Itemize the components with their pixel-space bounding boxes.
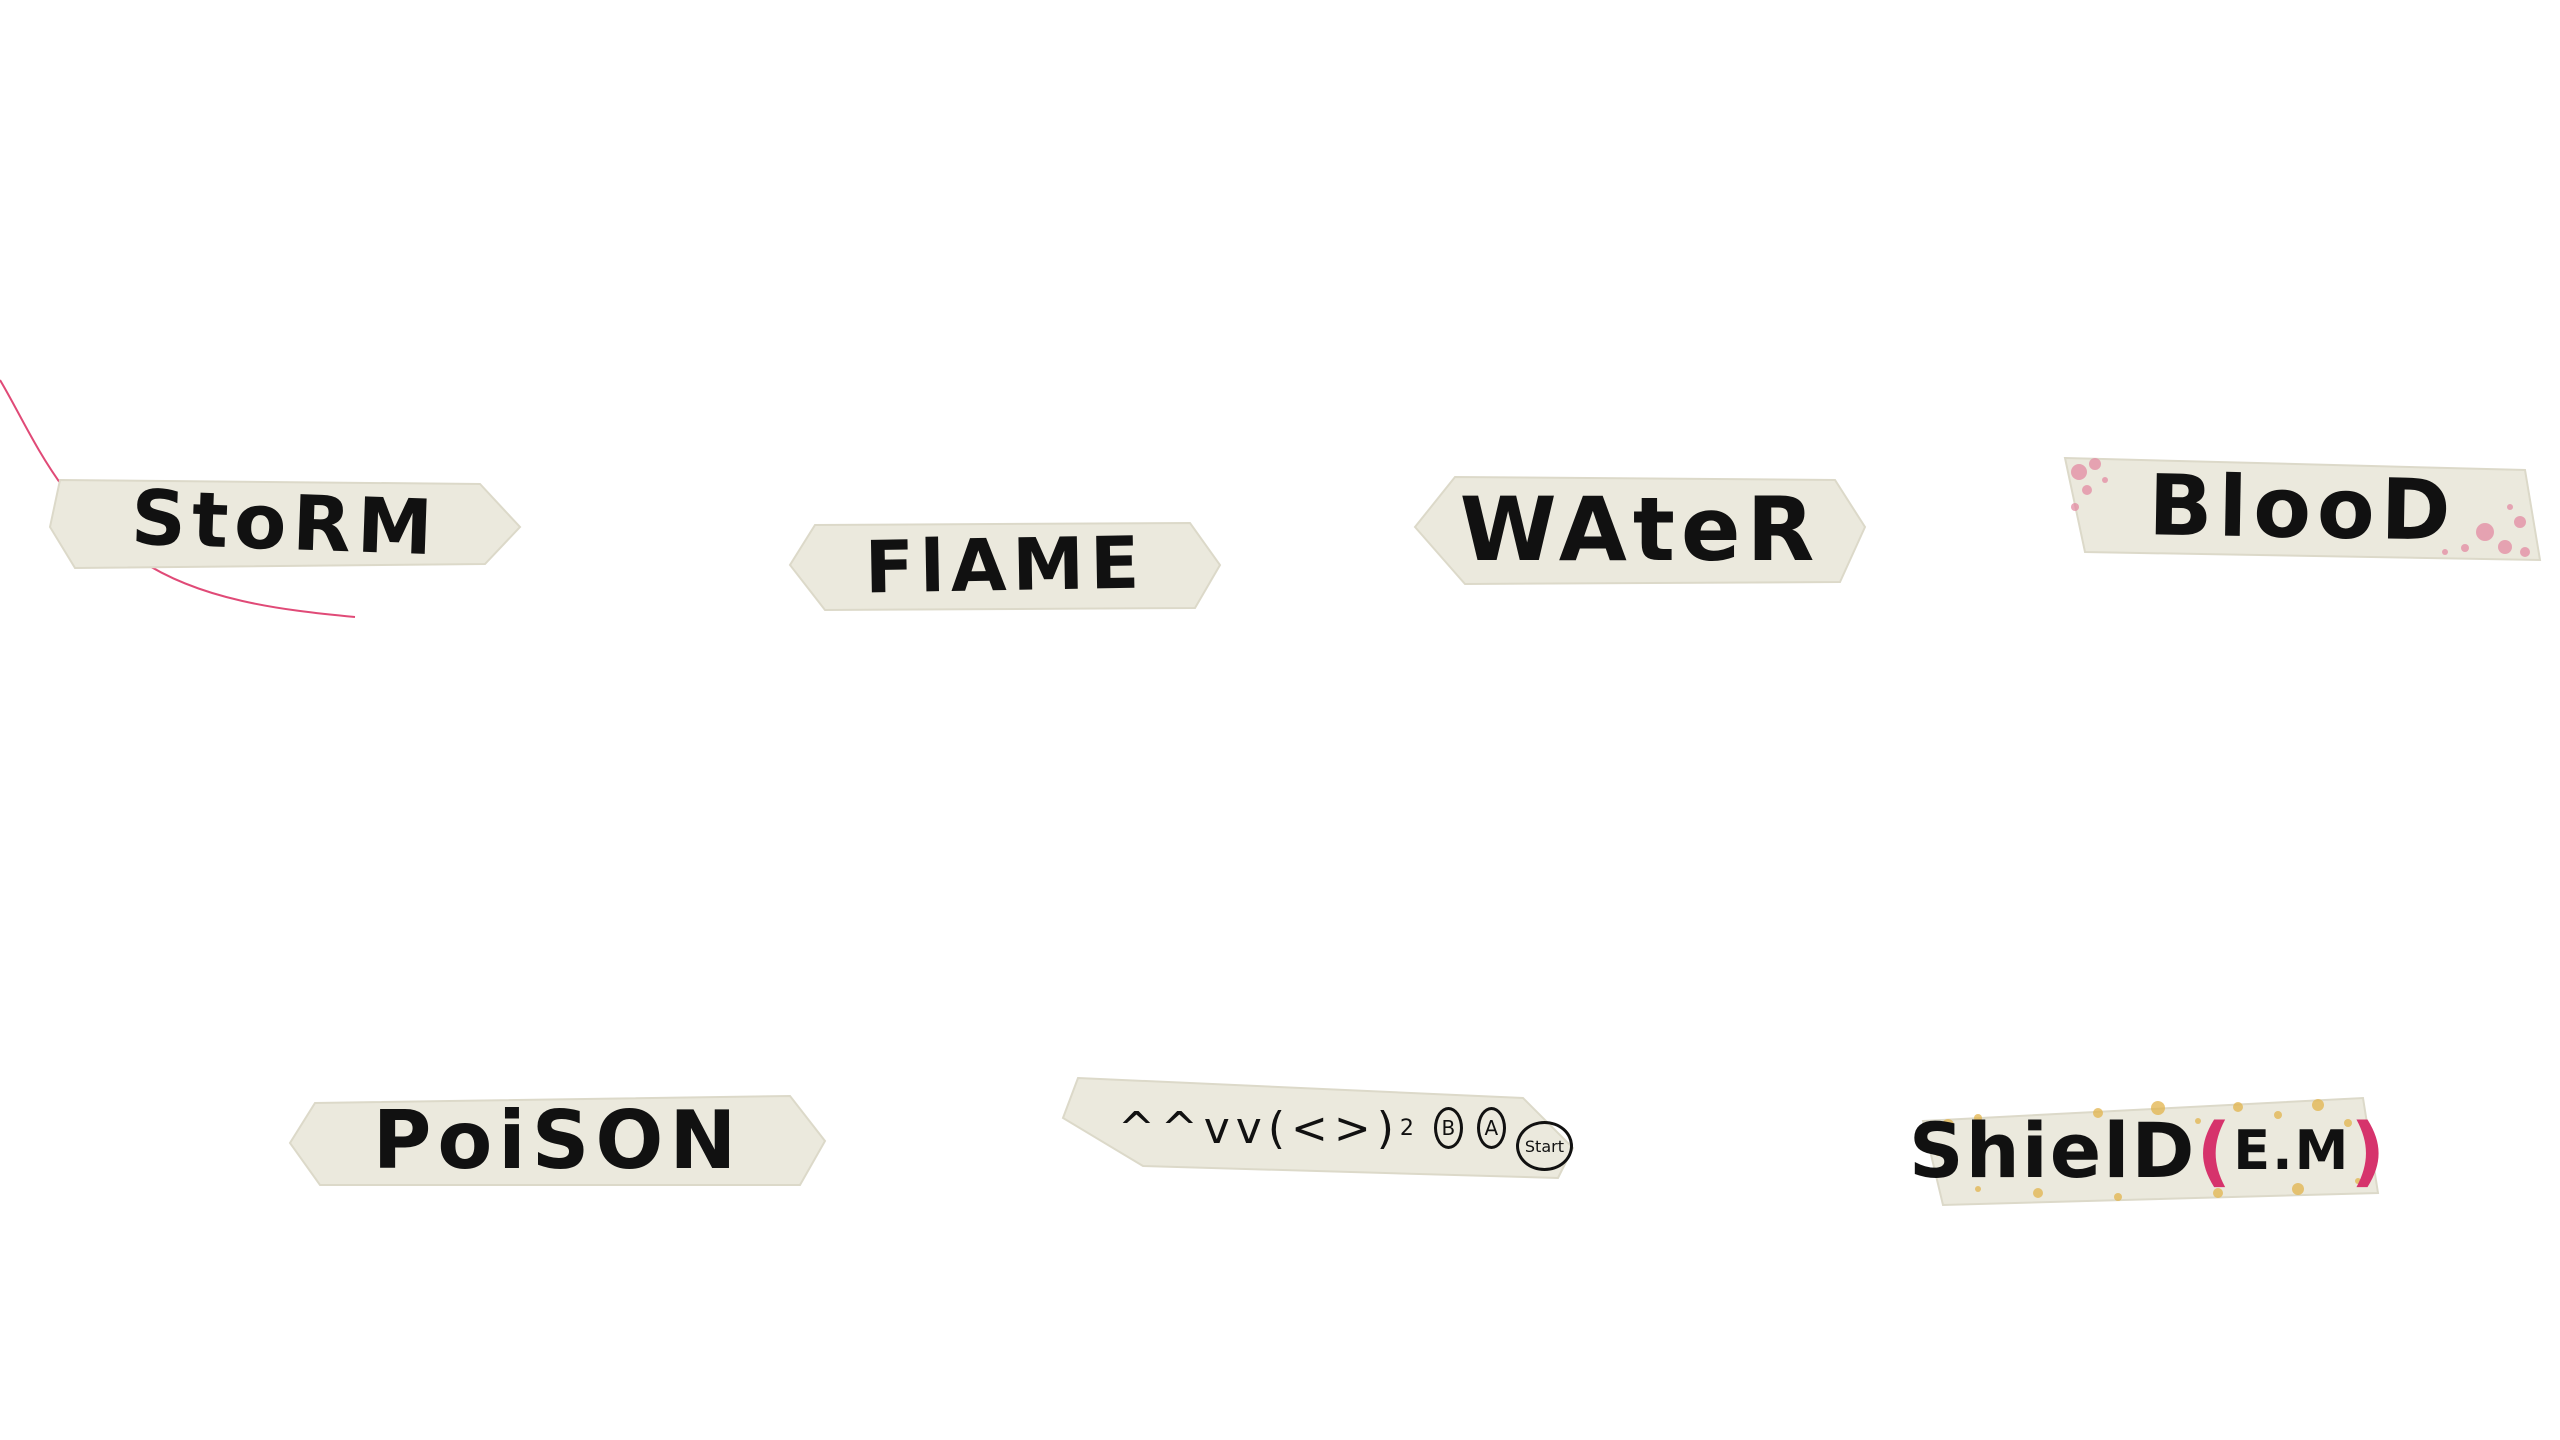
blood-splatter [2071,458,2530,557]
label-combo[interactable]: ^^vv(<>)2 B A Start [1061,1076,1575,1180]
tape-strip [1061,1076,1575,1180]
label-blood[interactable]: BlooD [2063,452,2542,564]
label-water[interactable]: WAteR [1413,472,1867,587]
label-storm[interactable]: StoRM [48,472,522,572]
tape-strip [1921,1096,2380,1207]
label-storm-text: StoRM [129,472,441,572]
combo-arrows: ^^vv(<>) [1118,1102,1400,1154]
b-button-icon: B [1433,1107,1463,1149]
tape-strip [788,521,1222,612]
label-blood-text: BlooD [2147,456,2458,560]
tape-strip [1413,475,1867,586]
label-poison[interactable]: PoiSON [288,1093,827,1188]
combo-sequence: ^^vv(<>)2 B A Start [1063,1078,1573,1178]
label-water-text: WAteR [1459,478,1821,581]
combo-exponent: 2 [1399,1115,1420,1141]
shield-paren-close: ) [2350,1106,2388,1195]
label-flame-text: FlAME [864,520,1146,610]
shield-paren-open: ( [2196,1106,2234,1195]
start-button-icon: Start [1515,1121,1573,1171]
gold-splatter [1935,1099,2361,1201]
tape-strip [2063,456,2542,562]
label-shield-text: ShielD(E.M) [1909,1093,2385,1208]
label-shield[interactable]: ShielD(E.M) [1909,1093,2385,1208]
label-poison-text: PoiSON [372,1094,743,1187]
tape-strip [288,1094,827,1186]
shield-suffix: E.M [2233,1119,2351,1182]
tape-strip [48,478,522,570]
shield-word: ShielD [1908,1106,2197,1195]
a-button-icon: A [1476,1107,1506,1149]
label-flame[interactable]: FlAME [788,520,1222,612]
